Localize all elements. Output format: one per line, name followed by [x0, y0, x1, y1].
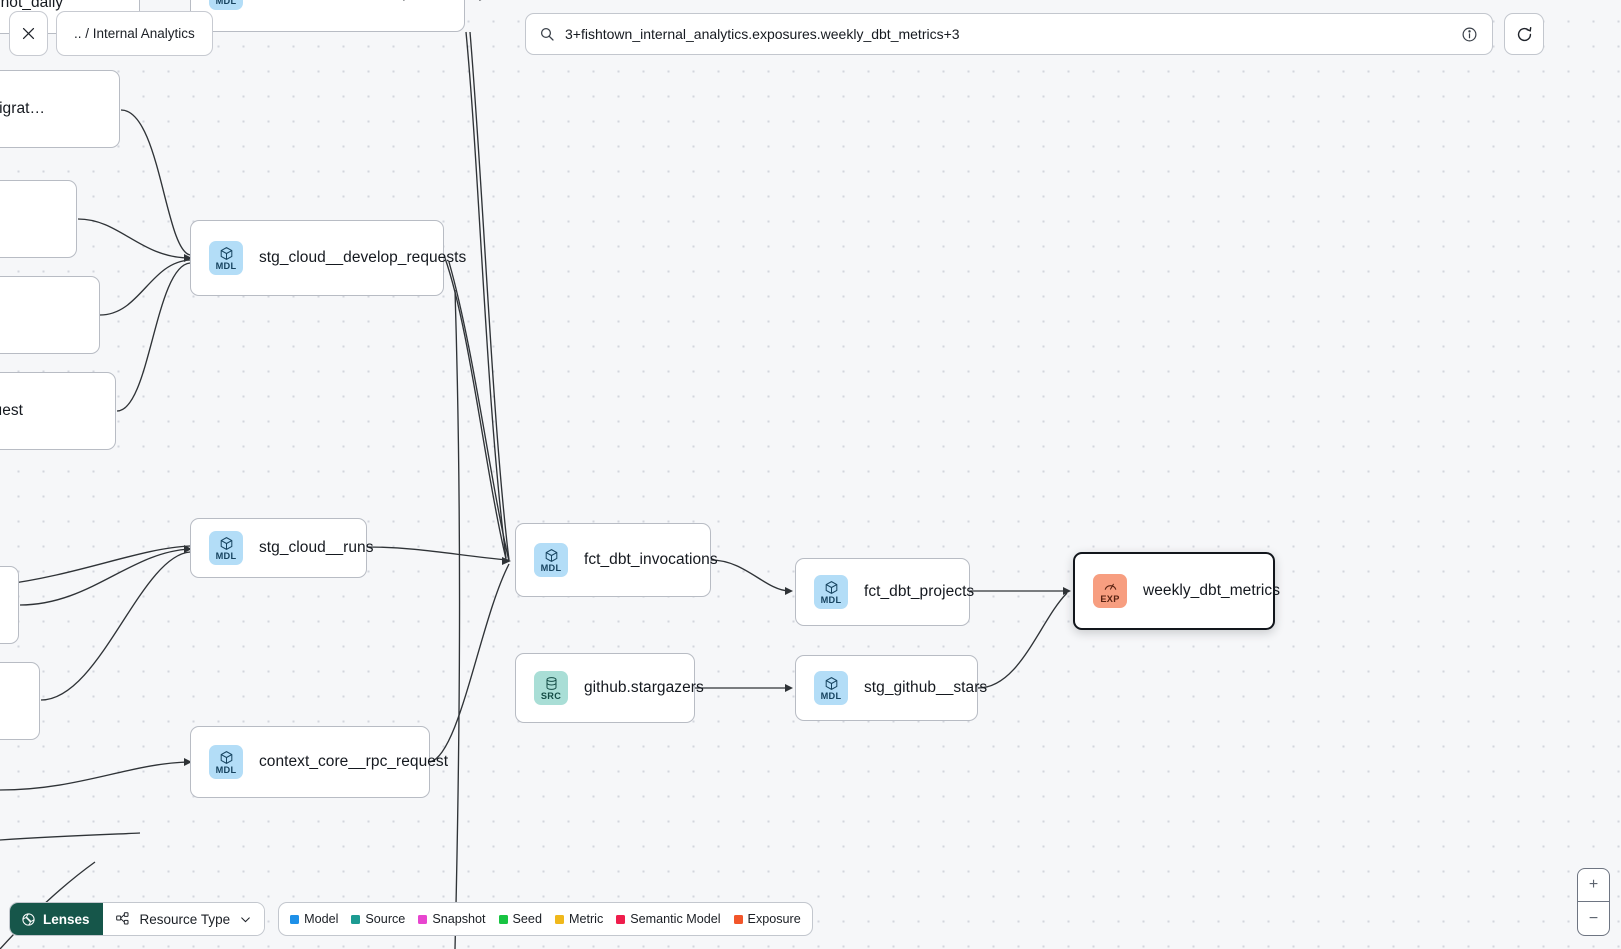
node-badge-src-icon: SRC — [534, 671, 568, 705]
node-badge-mdl-icon: MDL — [209, 0, 243, 10]
graph-node-n_partial[interactable]: n — [0, 566, 19, 644]
legend-swatch — [418, 914, 428, 924]
legend-swatch — [733, 914, 743, 924]
node-label: github.stargazers — [584, 679, 704, 696]
zoom-controls: + − — [1577, 868, 1610, 936]
graph-node-weekly_dbt_metrics[interactable]: EXP weekly_dbt_metrics — [1073, 552, 1280, 630]
lenses-icon — [22, 912, 35, 926]
node-label: stg_cloud__runs — [259, 539, 374, 556]
node-label: multicell_migrat… — [0, 100, 46, 117]
graph-node-github_stargazers[interactable]: SRC github.stargazers — [515, 653, 704, 723]
graph-node-multicell_migrat[interactable]: multicell_migrat… — [0, 70, 120, 148]
lenses-group: Lenses Resource Type — [9, 902, 266, 936]
node-kind-label: MDL — [540, 562, 562, 573]
node-kind-label: SRC — [540, 690, 562, 701]
node-badge-mdl-icon: MDL — [209, 745, 243, 779]
breadcrumb-label: .. / Internal Analytics — [74, 26, 195, 41]
node-label: snapshot_daily — [0, 0, 64, 11]
legend-item-model[interactable]: Model — [290, 912, 338, 926]
close-icon — [22, 27, 35, 40]
graph-node-fct_dbt_projects[interactable]: MDL fct_dbt_projects — [795, 558, 974, 626]
graph-node-velop_request[interactable]: velop_request — [0, 276, 100, 354]
node-label: fct_dbt_invocations — [584, 551, 718, 568]
node-kind-label: MDL — [215, 0, 237, 6]
node-label: _develop_request — [0, 402, 24, 419]
resource-type-label: Resource Type — [139, 911, 231, 927]
node-kind-label: MDL — [820, 594, 842, 605]
resource-type-dropdown[interactable]: Resource Type — [102, 903, 265, 935]
node-label: int_cloud__account_plan_history — [259, 0, 486, 2]
node-badge-mdl-icon: MDL — [209, 241, 243, 275]
search-input[interactable]: 3+fishtown_internal_analytics.exposures.… — [565, 26, 960, 42]
mdl-glyph-icon — [824, 676, 839, 691]
legend-swatch — [351, 914, 361, 924]
node-label: fct_dbt_projects — [864, 583, 975, 600]
node-badge-mdl-icon: MDL — [534, 543, 568, 577]
graph-node-int_cloud_acct_plan_hist[interactable]: MDL int_cloud__account_plan_history — [190, 0, 486, 32]
close-panel-button[interactable] — [9, 11, 48, 56]
mdl-glyph-icon — [824, 580, 839, 595]
graph-node-fct_dbt_invocations[interactable]: MDL fct_dbt_invocations — [515, 523, 718, 597]
graph-node-stg_cloud_develop_requests[interactable]: MDL stg_cloud__develop_requests — [190, 220, 466, 296]
refresh-icon — [1517, 26, 1531, 41]
node-badge-mdl-icon: MDL — [814, 575, 848, 609]
legend-label: Exposure — [747, 912, 801, 926]
legend-label: Semantic Model — [630, 912, 721, 926]
graph-node-context_core_rpc_request[interactable]: MDL context_core__rpc_request — [190, 726, 448, 798]
node-badge-exp-icon: EXP — [1093, 574, 1127, 608]
legend-label: Snapshot — [432, 912, 486, 926]
graph-node-develop_request[interactable]: _develop_request — [0, 372, 116, 450]
lineage-search-bar[interactable]: 3+fishtown_internal_analytics.exposures.… — [525, 13, 1493, 55]
legend-swatch — [498, 914, 508, 924]
node-kind-label: MDL — [215, 550, 237, 561]
graph-node-run_partial[interactable]: _run — [0, 662, 40, 740]
mdl-glyph-icon — [544, 548, 559, 563]
node-kind-label: MDL — [215, 764, 237, 775]
mdl-glyph-icon — [219, 750, 234, 765]
legend-item-metric[interactable]: Metric — [554, 912, 604, 926]
node-badge-mdl-icon: MDL — [209, 531, 243, 565]
lenses-label: Lenses — [43, 911, 90, 927]
node-label: stg_cloud__develop_requests — [259, 249, 467, 266]
legend-item-snapshot[interactable]: Snapshot — [418, 912, 486, 926]
legend-item-seed[interactable]: Seed — [498, 912, 542, 926]
node-label: stg_github__stars — [864, 679, 988, 696]
resource-type-icon — [115, 912, 129, 925]
graph-node-stg_cloud_runs[interactable]: MDL stg_cloud__runs — [190, 518, 373, 578]
legend-swatch — [554, 914, 564, 924]
node-badge-mdl-icon: MDL — [814, 671, 848, 705]
legend-item-semantic-model[interactable]: Semantic Model — [616, 912, 721, 926]
legend-item-exposure[interactable]: Exposure — [733, 912, 801, 926]
mdl-glyph-icon — [219, 536, 234, 551]
search-icon — [540, 27, 554, 41]
legend-label: Metric — [568, 912, 604, 926]
node-kind-label: MDL — [215, 260, 237, 271]
lenses-button[interactable]: Lenses — [10, 903, 103, 935]
mdl-glyph-icon — [219, 246, 234, 261]
refresh-button[interactable] — [1504, 13, 1544, 55]
legend-label: Source — [365, 912, 406, 926]
node-label: context_core__rpc_request — [259, 753, 449, 770]
graph-node-stg_github_stars[interactable]: MDL stg_github__stars — [795, 655, 987, 721]
breadcrumb[interactable]: .. / Internal Analytics — [56, 11, 213, 56]
node-kind-label: MDL — [820, 690, 842, 701]
legend-item-source[interactable]: Source — [351, 912, 405, 926]
bottom-toolbar: Lenses Resource Type Model Source Snapshot… — [9, 902, 813, 936]
node-kind-label: EXP — [1100, 593, 1120, 604]
zoom-out-button[interactable]: − — [1588, 909, 1599, 927]
zoom-in-button[interactable]: + — [1578, 869, 1609, 902]
graph-node-p_request[interactable]: p_request — [0, 180, 77, 258]
legend-label: Seed — [512, 912, 542, 926]
info-icon[interactable] — [1461, 26, 1478, 43]
node-label: weekly_dbt_metrics — [1143, 582, 1281, 599]
legend-swatch — [290, 914, 300, 924]
chevron-down-icon — [241, 916, 250, 922]
src-glyph-icon — [544, 676, 559, 691]
exp-glyph-icon — [1103, 579, 1118, 594]
legend-swatch — [616, 914, 626, 924]
resource-type-legend: Model Source Snapshot Seed Metric Semantic Mo… — [278, 902, 813, 936]
legend-label: Model — [304, 912, 339, 926]
